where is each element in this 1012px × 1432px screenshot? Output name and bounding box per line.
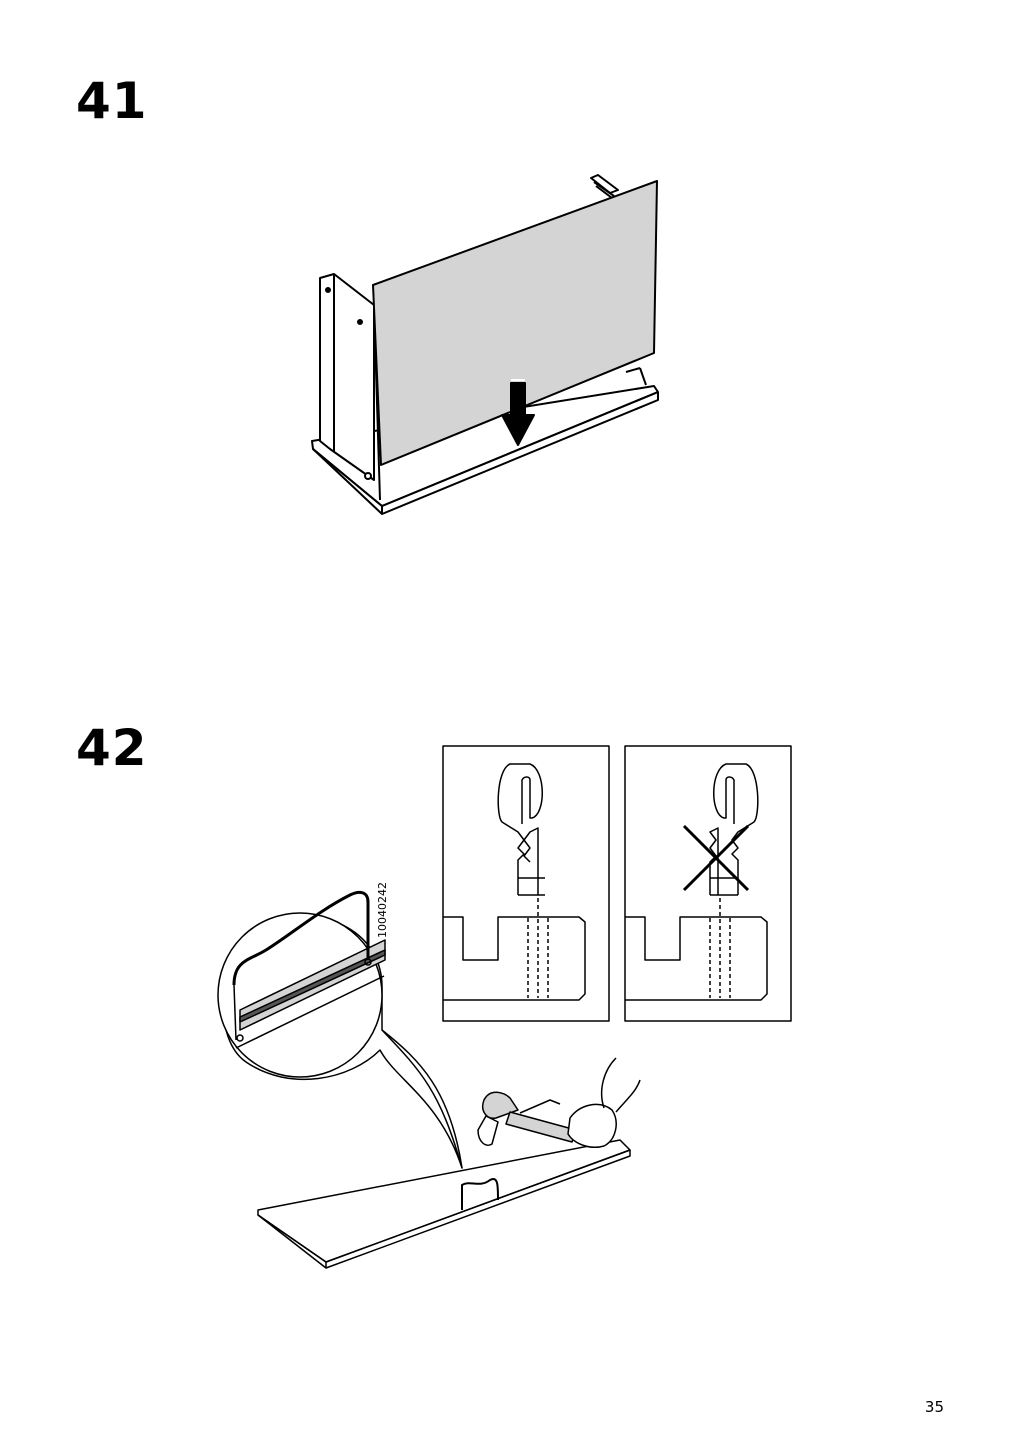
correct-insertion-detail: [442, 745, 610, 1022]
left-side-panel: [319, 273, 381, 501]
magnified-detail-circle: [217, 890, 463, 1169]
back-panel: [372, 180, 658, 466]
page-number: 35: [924, 1398, 944, 1416]
wrong-cross-icon: [682, 824, 750, 892]
hand-icon: [567, 1057, 641, 1148]
shelf-board: [257, 1099, 631, 1269]
hammer-icon: [477, 1091, 577, 1146]
part-number-label: 10040242: [376, 882, 389, 938]
step-number-41: 41: [76, 72, 148, 130]
right-side-panel: [590, 174, 647, 386]
incorrect-insertion-detail: [624, 745, 792, 1022]
step-number-42: 42: [76, 719, 148, 777]
down-arrow-icon: [501, 379, 535, 446]
plinth-base: [311, 385, 659, 515]
